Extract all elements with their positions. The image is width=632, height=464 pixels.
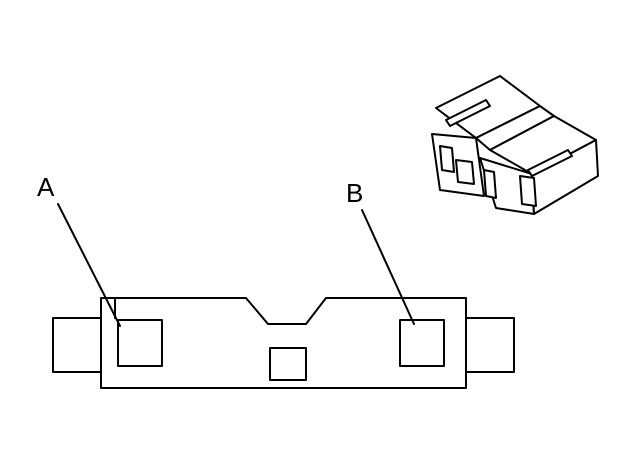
callout-a-leader	[57, 203, 121, 327]
callout-b-label: B	[346, 178, 363, 208]
terminal-front-view	[52, 297, 515, 389]
cavity-center	[269, 347, 307, 381]
callout-a-label: A	[37, 172, 55, 202]
cavity-a	[117, 319, 163, 367]
right-tab	[465, 317, 515, 373]
callout-a: A	[37, 172, 121, 327]
callout-b-leader	[361, 209, 415, 325]
callout-b: B	[346, 178, 415, 325]
connector-isometric-view	[431, 75, 599, 215]
left-tab	[52, 317, 102, 373]
cavity-b	[399, 319, 445, 367]
connector-body	[100, 297, 467, 389]
